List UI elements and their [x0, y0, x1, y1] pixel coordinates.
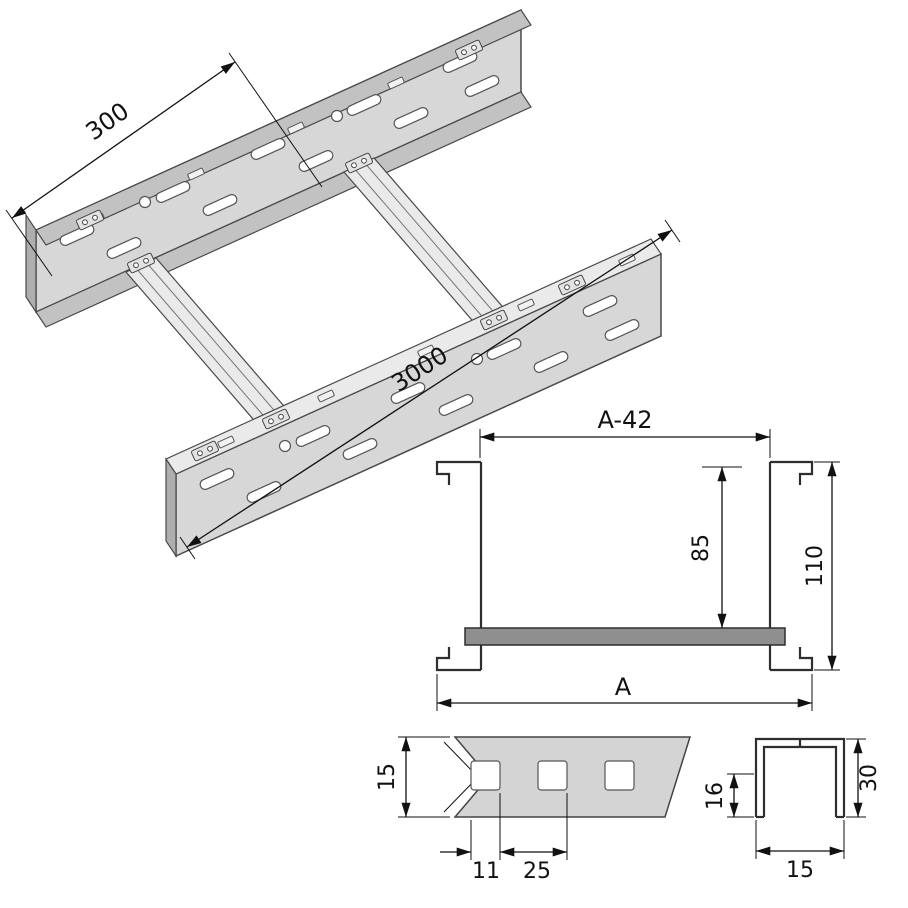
- dim-label-profile-width: 15: [786, 858, 814, 883]
- c-profile-outline: [754, 737, 846, 819]
- isometric-view: 300 3000: [5, 8, 681, 560]
- cross-section-view: A-42 85 110 A: [435, 406, 840, 711]
- section-rung-bar: [464, 627, 786, 646]
- dimension-usable-depth: 85: [689, 466, 742, 628]
- rung-2: [343, 157, 515, 335]
- dim-label-outer-width: A: [615, 673, 632, 701]
- dimension-height: 110: [803, 461, 840, 671]
- dimension-profile-inner: 16: [703, 773, 754, 818]
- dim-label-rung-width: 15: [375, 763, 400, 791]
- dim-label-usable-depth: 85: [689, 534, 714, 562]
- dimension-slot-width-pitch: 11 25: [440, 793, 568, 884]
- dim-label-profile-height: 30: [857, 764, 882, 792]
- dimension-rung-width: 15: [375, 736, 450, 818]
- rung-slot: [470, 760, 501, 791]
- profile-detail-view: 16 30 15: [703, 737, 882, 883]
- rung-slot-detail-view: 15 11 25: [375, 736, 692, 884]
- rung-slot: [604, 760, 635, 791]
- dim-label-height: 110: [803, 545, 828, 587]
- dim-label-profile-inner: 16: [703, 782, 728, 810]
- dim-label-inner-width: A-42: [597, 406, 652, 434]
- rung-slot: [537, 760, 568, 791]
- dimension-profile-height: 30: [846, 738, 882, 818]
- rung-1: [125, 257, 297, 435]
- dim-label-slot-pitch: 25: [523, 859, 551, 884]
- dim-label-slot-width: 11: [472, 859, 500, 884]
- dimension-inner-width: A-42: [479, 406, 771, 458]
- dimension-outer-width: A: [436, 673, 813, 711]
- dimension-profile-width: 15: [755, 820, 845, 883]
